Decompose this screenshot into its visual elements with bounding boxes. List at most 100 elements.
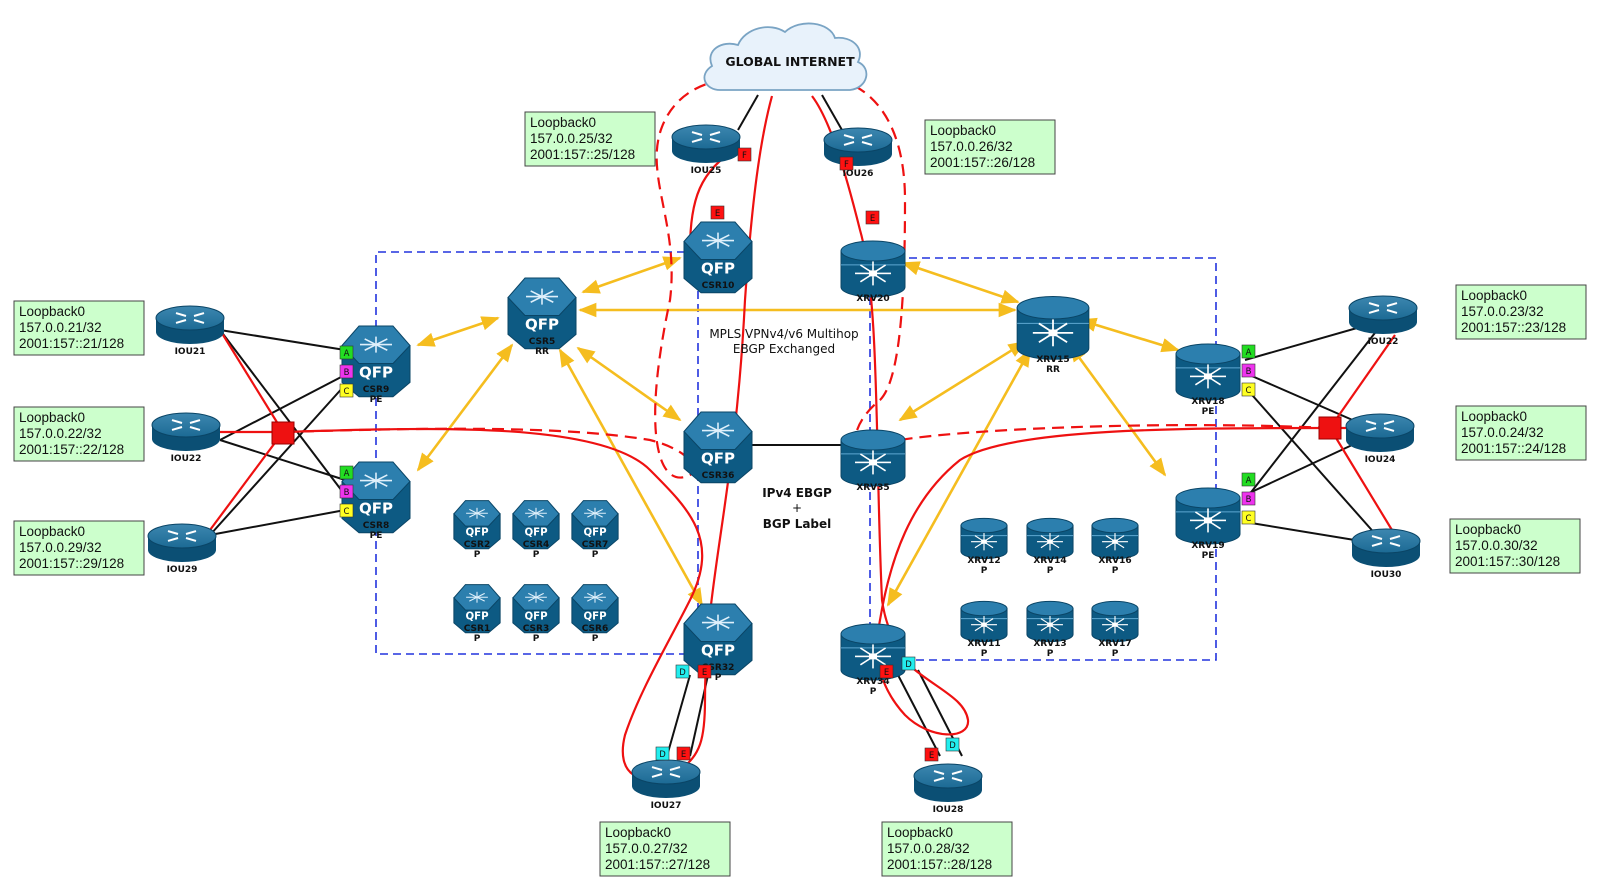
loopback-line: 157.0.0.28/32 bbox=[887, 841, 970, 856]
port-tag-e: E bbox=[676, 746, 691, 761]
device-name-csr4: CSR4 bbox=[523, 540, 549, 550]
svg-text:E: E bbox=[702, 668, 707, 678]
device-role-xrv19: PE bbox=[1202, 551, 1215, 561]
device-role-csr32: P bbox=[715, 673, 722, 683]
device-role-xrv14: P bbox=[1047, 566, 1054, 576]
loopback-line: Loopback0 bbox=[605, 825, 671, 840]
device-xrv35[interactable]: XRV35 bbox=[840, 429, 906, 493]
svg-text:B: B bbox=[344, 368, 350, 378]
bgp-sessions bbox=[416, 256, 1180, 607]
port-tag-b: B bbox=[1241, 491, 1256, 506]
port-tag-d: D bbox=[675, 664, 690, 679]
ipv4-annotation-line3: BGP Label bbox=[763, 517, 832, 531]
loopback-line: Loopback0 bbox=[19, 524, 85, 539]
device-name-xrv16: XRV16 bbox=[1098, 556, 1131, 566]
svg-text:E: E bbox=[884, 668, 889, 678]
device-name-iou25: IOU25 bbox=[691, 166, 722, 176]
svg-text:QFP: QFP bbox=[525, 316, 559, 334]
device-name-iou27: IOU27 bbox=[651, 801, 682, 811]
svg-text:QFP: QFP bbox=[524, 528, 548, 539]
port-tag-d: D bbox=[945, 737, 960, 752]
device-name-xrv19: XRV19 bbox=[1191, 541, 1224, 551]
device-name-csr32: CSR32 bbox=[702, 663, 735, 673]
loopback-line: 2001:157::22/128 bbox=[19, 442, 124, 457]
ebgp-aggregation-right bbox=[1318, 416, 1342, 440]
ipv4-annotation-line1: IPv4 EBGP bbox=[762, 486, 832, 500]
svg-text:QFP: QFP bbox=[465, 528, 489, 539]
device-iou28[interactable]: IOU28 bbox=[913, 763, 983, 815]
svg-text:B: B bbox=[344, 488, 350, 498]
device-xrv20[interactable]: XRV20 bbox=[840, 240, 906, 304]
svg-text:C: C bbox=[1246, 386, 1252, 396]
device-name-xrv11: XRV11 bbox=[967, 639, 1000, 649]
svg-text:QFP: QFP bbox=[359, 500, 393, 518]
device-name-csr8: CSR8 bbox=[363, 521, 389, 531]
device-role-csr1: P bbox=[474, 634, 481, 644]
device-iou25[interactable]: IOU25 bbox=[671, 124, 741, 176]
loopback-line: 2001:157::26/128 bbox=[930, 155, 1035, 170]
loopback-line: Loopback0 bbox=[530, 115, 596, 130]
device-name-iou24: IOU24 bbox=[1365, 455, 1396, 465]
device-name-xrv13: XRV13 bbox=[1033, 639, 1066, 649]
loopback-line: 157.0.0.21/32 bbox=[19, 320, 102, 335]
svg-text:QFP: QFP bbox=[583, 612, 607, 623]
port-tag-a: A bbox=[339, 345, 354, 360]
loopback-line: Loopback0 bbox=[1461, 409, 1527, 424]
device-role-xrv11: P bbox=[981, 649, 988, 659]
device-name-csr5: CSR5 bbox=[529, 337, 555, 347]
device-role-xrv15: RR bbox=[1046, 365, 1060, 375]
device-name-csr36: CSR36 bbox=[702, 471, 735, 481]
loopback-line: 2001:157::27/128 bbox=[605, 857, 710, 872]
port-tag-d: D bbox=[655, 746, 670, 761]
device-name-iou22l: IOU22 bbox=[171, 454, 202, 464]
svg-text:QFP: QFP bbox=[524, 612, 548, 623]
device-iou30[interactable]: IOU30 bbox=[1351, 528, 1421, 580]
device-iou22r[interactable]: IOU22 bbox=[1348, 295, 1418, 347]
device-iou24[interactable]: IOU24 bbox=[1345, 413, 1415, 465]
device-iou29[interactable]: IOU29 bbox=[147, 523, 217, 575]
port-tag-e: E bbox=[879, 664, 894, 679]
device-name-csr9: CSR9 bbox=[363, 385, 389, 395]
annotations: MPLS VPNv4/v6 Multihop EBGP Exchanged IP… bbox=[709, 327, 858, 531]
device-iou27[interactable]: IOU27 bbox=[631, 759, 701, 811]
loopback-line: Loopback0 bbox=[19, 304, 85, 319]
svg-text:D: D bbox=[679, 668, 686, 678]
device-iou26[interactable]: IOU26 bbox=[823, 127, 893, 179]
device-iou22l[interactable]: IOU22 bbox=[151, 412, 221, 464]
port-tag-c: C bbox=[339, 383, 354, 398]
ebgp-solid-paths bbox=[209, 95, 1396, 780]
port-tag-b: B bbox=[339, 484, 354, 499]
loopback-line: Loopback0 bbox=[1461, 288, 1527, 303]
device-role-csr2: P bbox=[474, 550, 481, 560]
device-iou21[interactable]: IOU21 bbox=[155, 305, 225, 357]
device-name-xrv34: XRV34 bbox=[856, 677, 889, 687]
